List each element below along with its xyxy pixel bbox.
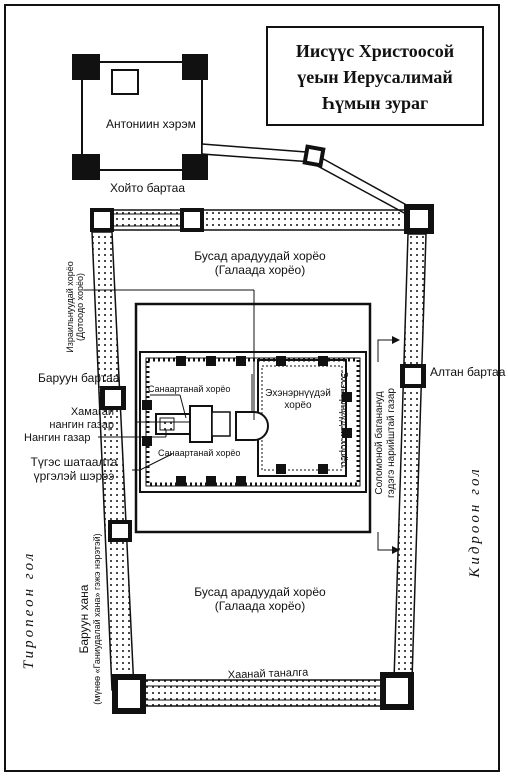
antonia-fortress-label: Антониин хэрэм xyxy=(106,117,196,131)
womens-court-label: Эхэнэрнүүдэй хорёо xyxy=(265,388,331,411)
holy-place-label: Нангин газар xyxy=(24,432,91,444)
outer-court-top-line-1: Бусад арадуудай хорёо xyxy=(194,249,326,263)
outer-court-top-line-2: (Галаада хорёо) xyxy=(214,262,306,277)
west-wall-line-1: Баруун хана xyxy=(77,584,91,654)
page-frame xyxy=(4,4,500,772)
outer-court-top-label: Бусад арадуудай хорёо (Галаада хорёо) xyxy=(180,249,340,278)
north-wall xyxy=(90,204,434,234)
inner-terrace xyxy=(134,302,372,534)
soreg-label: Түгэс шатаалта үргэлэй шэрээ xyxy=(14,455,134,484)
solomon-porch-line-2: гэдэгэ нарийштай газар xyxy=(385,388,397,498)
womens-court-vertical-label: Эхэнэрнүүдэй хорёо xyxy=(338,371,349,467)
holy-of-holies-line-2: нангин газар xyxy=(49,418,114,431)
israel-court-line-1: Израильнуудай хорёо xyxy=(65,261,75,353)
north-east-wall xyxy=(201,143,414,215)
title-line-1: Иисүүс Христоосой xyxy=(295,41,455,61)
priests-court-top-label: Санаартанай хорёо xyxy=(148,384,231,394)
west-wall xyxy=(91,231,135,691)
israel-court-label: Израильнуудай хорёо (Дотоодо хорёо) xyxy=(65,253,95,361)
kidron-river-label: Кидроон гол xyxy=(467,466,483,578)
title-box: Иисүүс Христоосой үеын Иерусалимай Һүмын… xyxy=(266,26,484,126)
west-gate-label: Баруун бартаа xyxy=(38,371,120,385)
pointer-arrows xyxy=(392,336,400,554)
title-line-2: үеын Иерусалимай xyxy=(297,67,453,87)
outer-court-bottom-line-1: Бусад арадуудай хорёо xyxy=(194,585,326,599)
title-line-3: Һүмын зураг xyxy=(321,93,429,113)
tyropoeon-river-label: Тиропеон гол xyxy=(21,550,37,670)
israel-court-line-2: (Дотоодо хорёо) xyxy=(75,273,86,342)
north-gate-label: Хойто бартаа xyxy=(110,181,186,195)
west-wall-line-2: (мүнөө «Ганиудалай хана» гэжэ нэрэтэй) xyxy=(91,533,102,705)
holy-of-holies-line-1: Хамагай xyxy=(70,406,114,418)
holy-of-holies-label: Хамагай нангин газар xyxy=(40,406,114,431)
priests-court-bottom-label: Санаартанай хорёо xyxy=(158,448,241,458)
solomon-porch-line-1: Соломоной баганануд xyxy=(374,391,385,495)
outer-court-bottom-label: Бусад арадуудай хорёо (Галаада хорёо) xyxy=(180,585,340,614)
west-wall-label: Баруун хана (мүнөө «Ганиудалай хана» гэж… xyxy=(77,504,108,734)
pointer-lines xyxy=(84,289,392,551)
sanctuary xyxy=(155,405,269,443)
solomon-porch-label: Соломоной баганануд гэдэгэ нарийштай газ… xyxy=(374,368,404,518)
golden-gate-label: Алтан бартаа xyxy=(430,365,506,379)
south-wall xyxy=(112,672,414,714)
antonia-fortress xyxy=(72,54,208,180)
soreg-line-1: Түгэс шатаалта xyxy=(30,455,118,469)
outer-court-bottom-line-2: (Галаада хорёо) xyxy=(214,598,306,613)
soreg-line-2: үргэлэй шэрээ xyxy=(33,468,115,483)
